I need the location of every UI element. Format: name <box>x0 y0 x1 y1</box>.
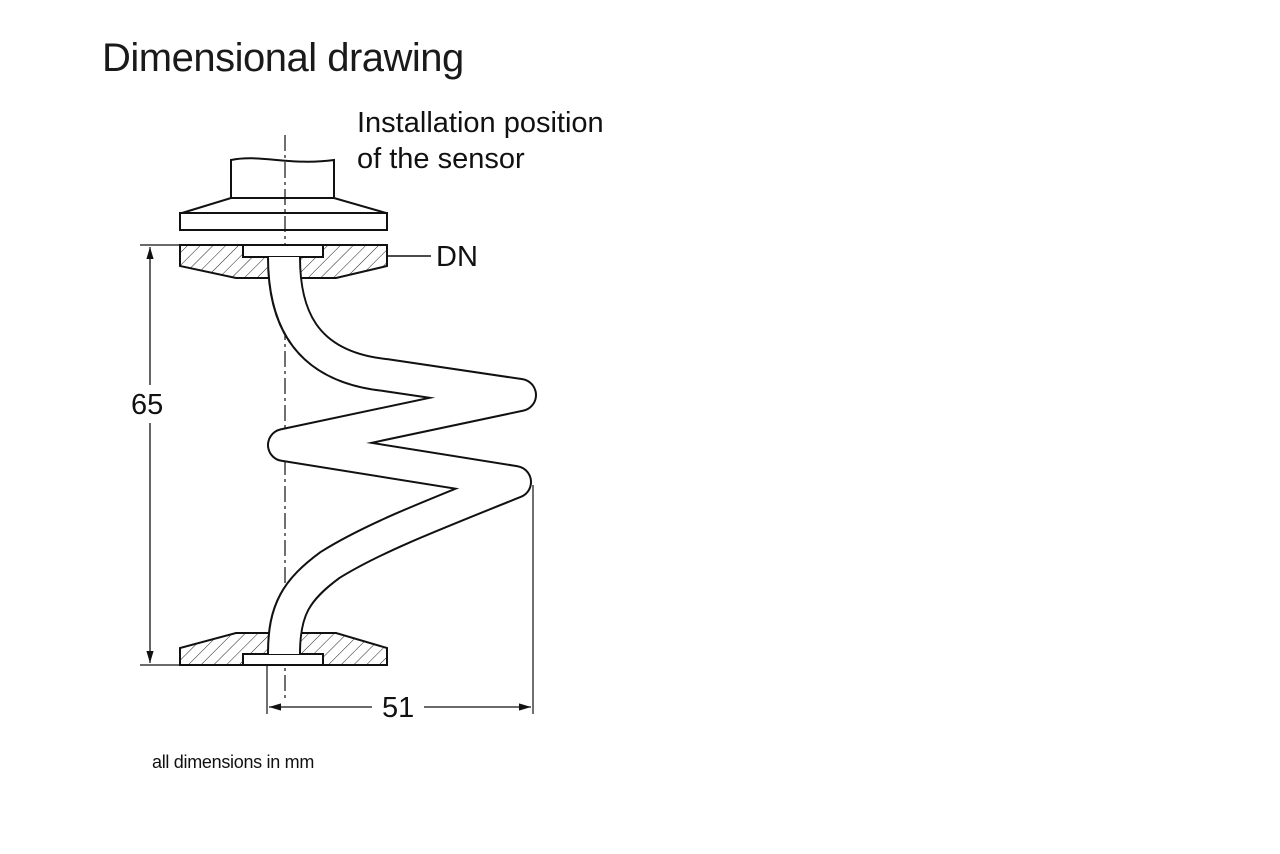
width-dimension: 51 <box>266 485 534 724</box>
sensor-head <box>179 157 388 231</box>
height-value: 65 <box>131 389 163 421</box>
page-title: Dimensional drawing <box>102 36 464 80</box>
height-dimension: 65 <box>128 244 180 666</box>
helical-coil <box>267 256 537 655</box>
units-footnote: all dimensions in mm <box>152 752 315 772</box>
dn-label: DN <box>436 241 478 273</box>
width-value: 51 <box>382 692 414 724</box>
installation-label-line2: of the sensor <box>357 143 525 175</box>
installation-position-label: Installation position of the sensor <box>357 105 604 177</box>
installation-label-line1: Installation position <box>357 107 604 139</box>
